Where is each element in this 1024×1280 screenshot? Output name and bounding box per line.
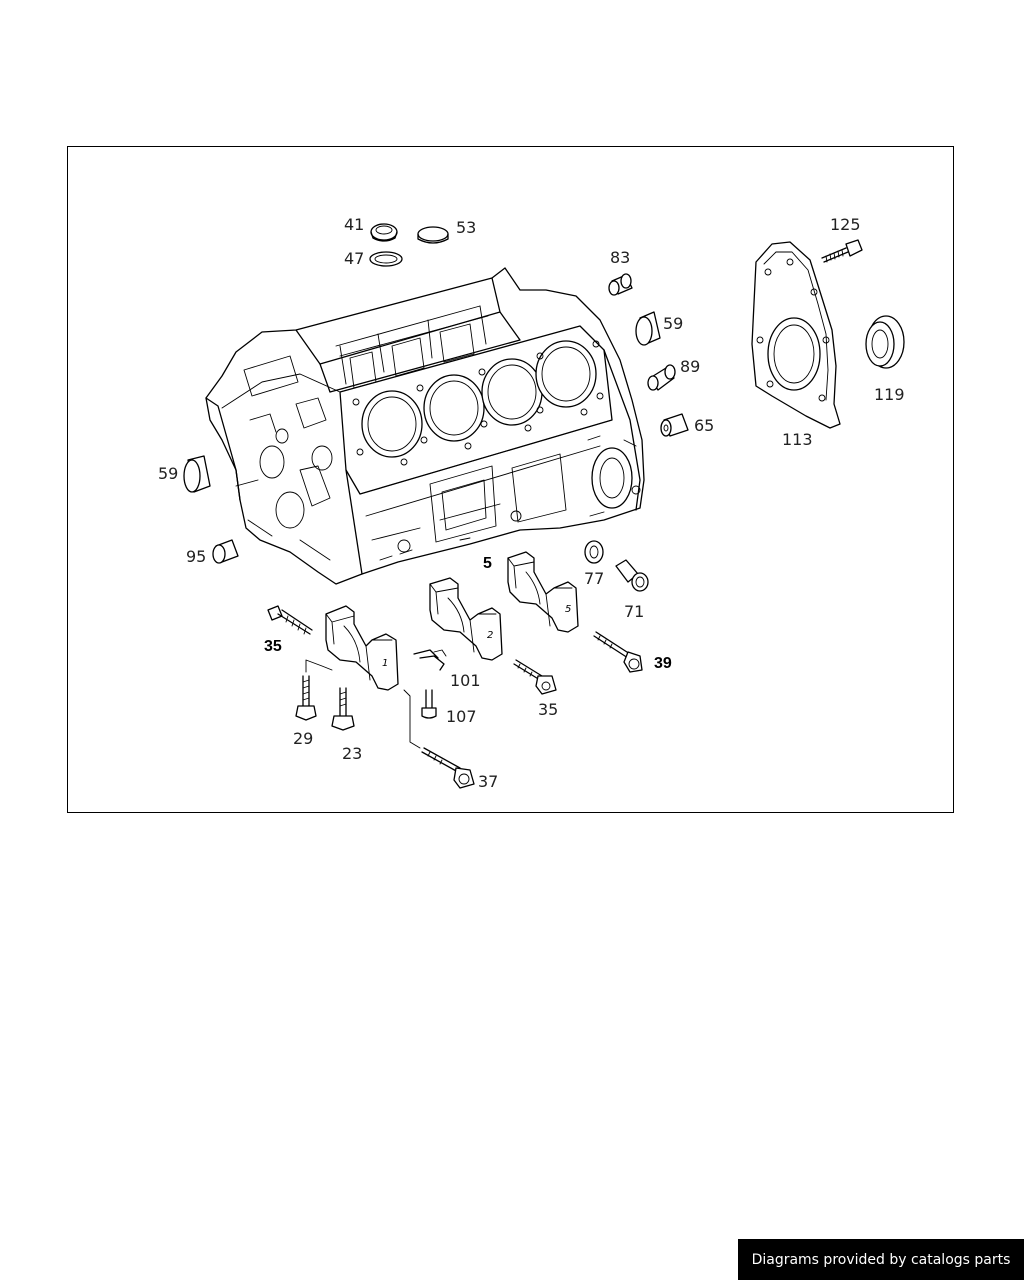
footer-credit-text: Diagrams provided by catalogs parts (751, 1251, 1011, 1268)
bearing-cap-5 (507, 551, 579, 633)
cap-number-5: 5 (565, 604, 571, 615)
part-59-sleeve-right (635, 311, 661, 346)
label-59-right: 59 (663, 314, 683, 333)
bearing-cap-2 (429, 577, 503, 661)
label-107: 107 (446, 707, 477, 726)
label-47: 47 (344, 249, 364, 268)
part-47-ring (369, 251, 403, 267)
part-37-bolt (421, 747, 475, 789)
part-89-sleeve (647, 364, 676, 391)
part-35-bolt-lower (513, 659, 557, 695)
part-119-seal (865, 315, 905, 369)
label-89: 89 (680, 357, 700, 376)
label-5: 5 (483, 555, 492, 572)
label-23: 23 (342, 744, 362, 763)
engine-block (205, 267, 645, 585)
label-41: 41 (344, 215, 364, 234)
part-53-sleeve (417, 226, 449, 244)
label-101: 101 (450, 671, 481, 690)
label-119: 119 (874, 385, 905, 404)
part-95-sleeve (212, 539, 239, 564)
part-23-bolt (331, 687, 355, 731)
cap-number-1: 1 (382, 658, 388, 669)
label-71: 71 (624, 602, 644, 621)
part-59-sleeve-left (183, 455, 211, 493)
group-bracket-35 (305, 659, 333, 673)
label-35-upper: 35 (264, 638, 282, 655)
label-77: 77 (584, 569, 604, 588)
label-65: 65 (694, 416, 714, 435)
part-41-plug (370, 223, 398, 242)
cap-numbers: 1 2 5 (382, 604, 571, 669)
footer-credit-badge: Diagrams provided by catalogs parts (738, 1239, 1024, 1280)
label-29: 29 (293, 729, 313, 748)
label-53: 53 (456, 218, 476, 237)
label-59-left: 59 (158, 464, 178, 483)
part-125-bolt (821, 239, 863, 263)
label-37: 37 (478, 772, 498, 791)
part-83-sleeve (608, 273, 633, 296)
label-95: 95 (186, 547, 206, 566)
part-77-washer (584, 540, 604, 564)
label-83: 83 (610, 248, 630, 267)
label-113: 113 (782, 430, 813, 449)
part-113-cover (751, 241, 841, 429)
part-29-bolt (295, 675, 317, 721)
part-107-bolt (421, 689, 437, 719)
label-35-lower: 35 (538, 700, 558, 719)
part-65-sleeve (660, 413, 689, 437)
bearing-cap-1 (325, 605, 399, 691)
label-39: 39 (654, 655, 672, 672)
part-35-bolt-upper (267, 605, 313, 635)
label-125: 125 (830, 215, 861, 234)
leader-line-37 (403, 689, 421, 749)
part-101-clip (413, 649, 447, 671)
part-labels: 41 53 47 125 83 59 89 65 119 113 59 95 5… (158, 215, 905, 791)
part-71-plug (615, 559, 649, 592)
cap-number-2: 2 (487, 630, 493, 641)
part-39-bolt (593, 631, 643, 673)
